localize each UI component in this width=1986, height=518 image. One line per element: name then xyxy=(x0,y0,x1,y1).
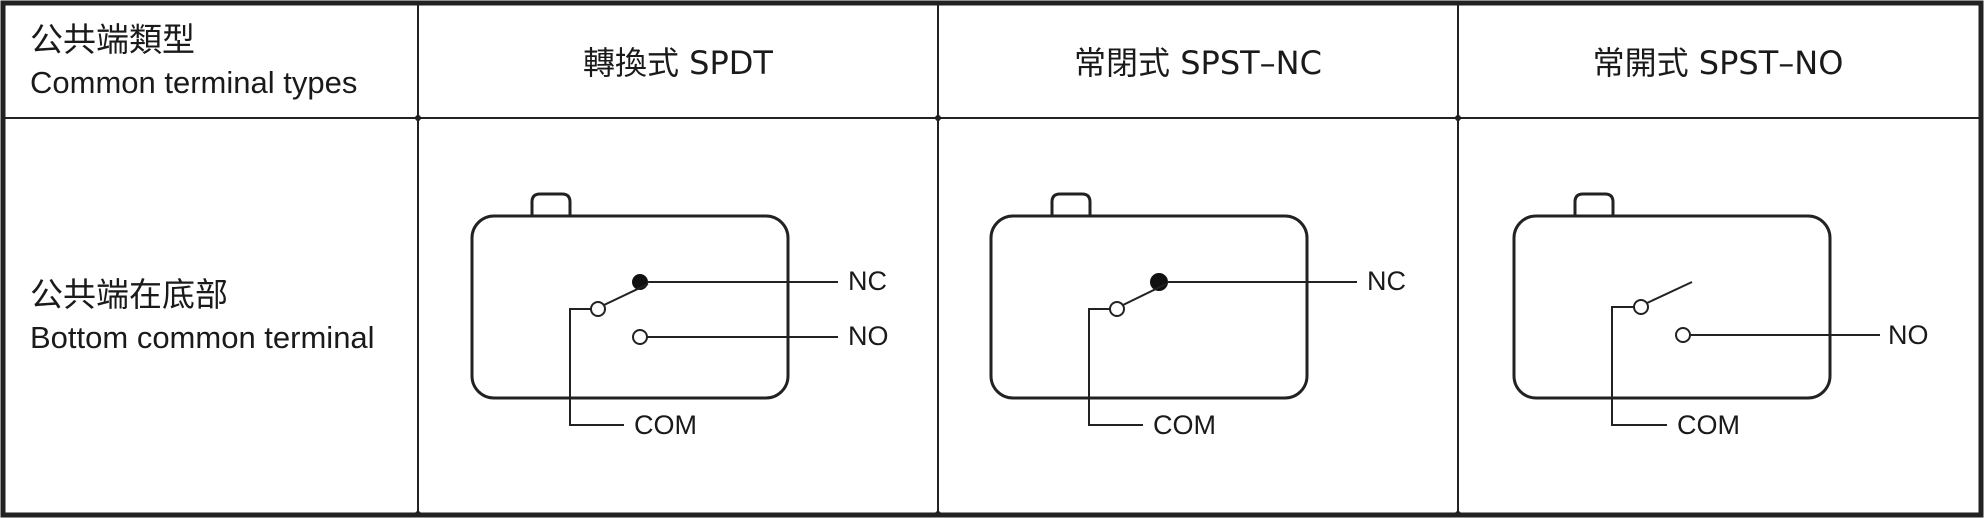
spst-no-switch-diagram xyxy=(1512,192,1880,426)
com-pivot xyxy=(1633,299,1649,315)
row-header-title-zh: 公共端類型 xyxy=(30,20,195,59)
switch-body xyxy=(989,214,1309,400)
spdt-switch-diagram xyxy=(470,192,838,426)
spst-nc-com-label: COM xyxy=(1153,410,1216,440)
switch-body xyxy=(1512,214,1832,400)
spdt-no-label: NO xyxy=(848,321,889,351)
com-pivot xyxy=(1109,301,1125,317)
actuator-tab xyxy=(1573,192,1615,216)
column-header-spst-no: 常開式 SPST–NO xyxy=(1592,44,1844,82)
no-contact xyxy=(1675,327,1691,343)
actuator-tab xyxy=(1050,192,1092,216)
spst-nc-switch-diagram xyxy=(989,192,1357,426)
spst-no-com-label: COM xyxy=(1677,410,1740,440)
com-pivot xyxy=(590,301,606,317)
switch-lever xyxy=(1122,283,1167,306)
com-lead xyxy=(569,308,624,426)
column-header-spst-nc: 常閉式 SPST–NC xyxy=(1074,44,1322,82)
spdt-nc-label: NC xyxy=(848,266,887,296)
com-lead xyxy=(1611,306,1667,426)
actuator-tab xyxy=(530,192,572,216)
row-label-zh: 公共端在底部 xyxy=(30,275,228,314)
switch-lever xyxy=(603,283,649,306)
spst-nc-nc-label: NC xyxy=(1367,266,1406,296)
spdt-com-label: COM xyxy=(634,410,697,440)
spst-no-no-label: NO xyxy=(1888,320,1929,350)
com-lead xyxy=(1088,308,1143,426)
switch-lever-open xyxy=(1646,281,1693,304)
no-contact xyxy=(632,329,648,345)
column-header-spdt: 轉換式 SPDT xyxy=(583,44,773,82)
row-label-en: Bottom common terminal xyxy=(30,320,375,355)
switch-body xyxy=(470,214,790,400)
row-header-title-en: Common terminal types xyxy=(30,65,358,100)
